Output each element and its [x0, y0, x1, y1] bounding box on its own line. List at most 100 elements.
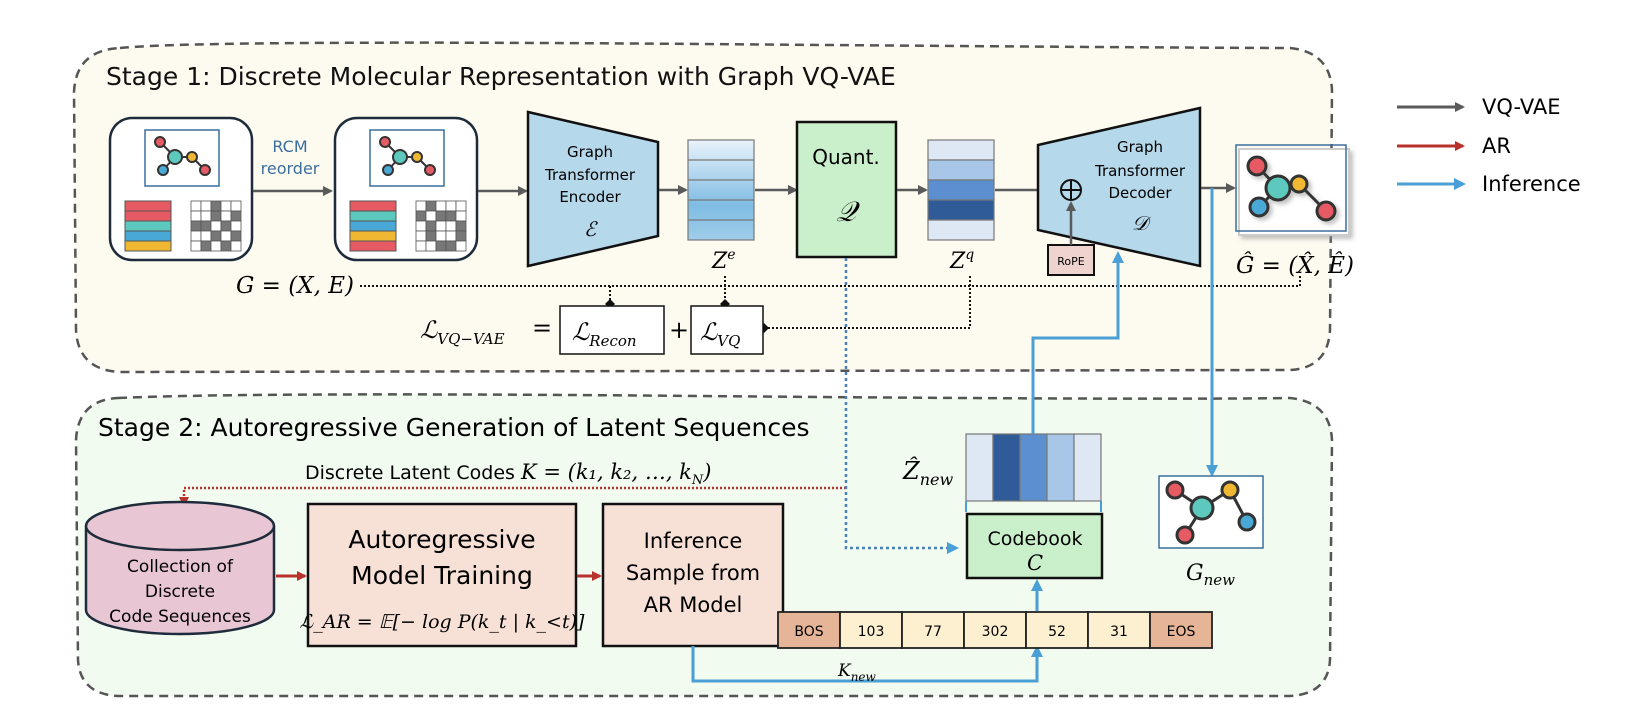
znew-label: Ẑnew — [902, 456, 953, 489]
legend: VQ-VAE AR Inference — [1397, 95, 1581, 196]
encoder-label-line3: Encoder — [559, 188, 621, 206]
adjacency-cell — [230, 240, 242, 252]
adjacency-cell — [190, 220, 202, 232]
token-cell: 77 — [901, 611, 965, 649]
adjacency-cell — [425, 230, 437, 242]
rope-box: RoPE — [1047, 244, 1095, 276]
adjacency-cell — [210, 210, 222, 222]
adjacency-cell — [425, 210, 437, 222]
adjacency-cell — [435, 240, 447, 252]
adjacency-cell — [445, 200, 457, 212]
adjacency-cell — [220, 230, 232, 242]
quantizer-box: Quant. 𝒬 — [795, 120, 898, 259]
adjacency-cell — [210, 230, 222, 242]
adjacency-cell — [190, 230, 202, 242]
adjacency-cell — [455, 210, 467, 222]
loss-plus: + — [669, 316, 689, 344]
token-cell: 31 — [1087, 611, 1151, 649]
knew-arrow — [691, 645, 1043, 683]
reordered-graph-card — [333, 116, 479, 262]
znew-codebook-bracket — [965, 501, 1102, 512]
adjacency-cell — [190, 210, 202, 222]
adjacency-cell — [425, 240, 437, 252]
zq-label: Zq — [949, 247, 974, 274]
adjacency-cell — [200, 210, 212, 222]
adjacency-cell — [415, 230, 427, 242]
stage2-title: Stage 2: Autoregressive Generation of La… — [98, 413, 810, 442]
token-label: EOS — [1167, 624, 1196, 640]
vqvae-loss-formula: ℒVQ−VAE = ℒRecon + ℒVQ — [420, 305, 764, 355]
adjacency-cell — [230, 230, 242, 242]
token-label: 103 — [858, 624, 885, 640]
adjacency-cell — [200, 230, 212, 242]
reorder-label: reorder — [261, 159, 320, 178]
adjacency-cell — [210, 220, 222, 232]
zq-quantized-stack — [927, 139, 995, 241]
ar-training-line1: Autoregressive — [348, 525, 535, 554]
adjacency-cell — [435, 200, 447, 212]
loss-equals: = — [532, 314, 552, 342]
molecule-icon — [379, 136, 436, 176]
adjacency-cell — [220, 200, 232, 212]
adjacency-cell — [200, 200, 212, 212]
adjacency-cell — [210, 240, 222, 252]
adjacency-cell — [415, 210, 427, 222]
token-label: 302 — [982, 624, 1009, 640]
encoder-label-line2: Transformer — [544, 166, 636, 184]
gnew-label: Gnew — [1186, 561, 1235, 589]
rcm-label: RCM — [272, 137, 307, 156]
adjacency-cell — [445, 230, 457, 242]
adjacency-cell — [230, 210, 242, 222]
code-sequence-database: Collection of Discrete Code Sequences — [84, 500, 276, 636]
ar-training-line2: Model Training — [351, 561, 533, 590]
output-graph-label: Ĝ = (X̂, Ê) — [1236, 252, 1354, 279]
node-feature-stack-icon — [349, 200, 397, 252]
rope-label: RoPE — [1057, 255, 1085, 268]
inference-line1: Inference — [644, 529, 743, 553]
ar-loss-formula: ℒ_AR = 𝔼[− log P(k_t | k_<t)] — [300, 611, 585, 633]
quant-symbol: 𝒬 — [836, 195, 860, 228]
adjacency-cell — [455, 240, 467, 252]
molecule-icon — [1246, 155, 1337, 222]
adjacency-cell — [425, 200, 437, 212]
decoder-label-line2: Transformer — [1094, 162, 1186, 180]
codebook-title: Codebook — [988, 528, 1083, 550]
token-label: 77 — [924, 624, 942, 640]
reconstructed-graph-card — [1235, 144, 1350, 236]
latent-codes-label: Discrete Latent Codes K = (k₁, k₂, …, kN… — [305, 460, 711, 488]
codebook-symbol: C — [1027, 551, 1043, 575]
adjacency-cell — [230, 200, 242, 212]
token-cell: 52 — [1025, 611, 1089, 649]
graph-transformer-encoder: Graph Transformer Encoder ℰ — [526, 110, 660, 268]
adjacency-cell — [220, 220, 232, 232]
collection-line2: Discrete — [145, 582, 215, 602]
adjacency-cell — [415, 220, 427, 232]
generated-graph-card — [1158, 475, 1264, 549]
decoder-label-line3: Decoder — [1108, 184, 1172, 202]
adjacency-cell — [415, 240, 427, 252]
inference-line2: Sample from — [626, 561, 760, 585]
token-label: BOS — [794, 624, 823, 640]
codebook-link-arrow — [844, 258, 959, 554]
adjacency-cell — [415, 200, 427, 212]
adjacency-cell — [435, 230, 447, 242]
ze-label: Ze — [711, 247, 736, 274]
legend-vqvae-label: VQ-VAE — [1482, 95, 1560, 119]
stage1-title: Stage 1: Discrete Molecular Representati… — [106, 62, 896, 91]
molecule-icon — [154, 136, 211, 176]
vq-loss-box — [690, 305, 764, 355]
token-cell: 103 — [839, 611, 903, 649]
adjacency-cell — [190, 200, 202, 212]
token-cell: EOS — [1149, 611, 1213, 649]
adjacency-cell — [425, 220, 437, 232]
ar-training-box: Autoregressive Model Training ℒ_AR = 𝔼[−… — [300, 502, 585, 648]
molecule-icon — [1165, 480, 1257, 545]
adjacency-cell — [200, 240, 212, 252]
legend-ar-label: AR — [1482, 134, 1511, 158]
adjacency-cell — [230, 220, 242, 232]
quant-title: Quant. — [812, 145, 880, 169]
recon-loss-box — [559, 305, 665, 355]
graph-transformer-decoder: Graph Transformer Decoder 𝒟 — [1036, 106, 1202, 268]
